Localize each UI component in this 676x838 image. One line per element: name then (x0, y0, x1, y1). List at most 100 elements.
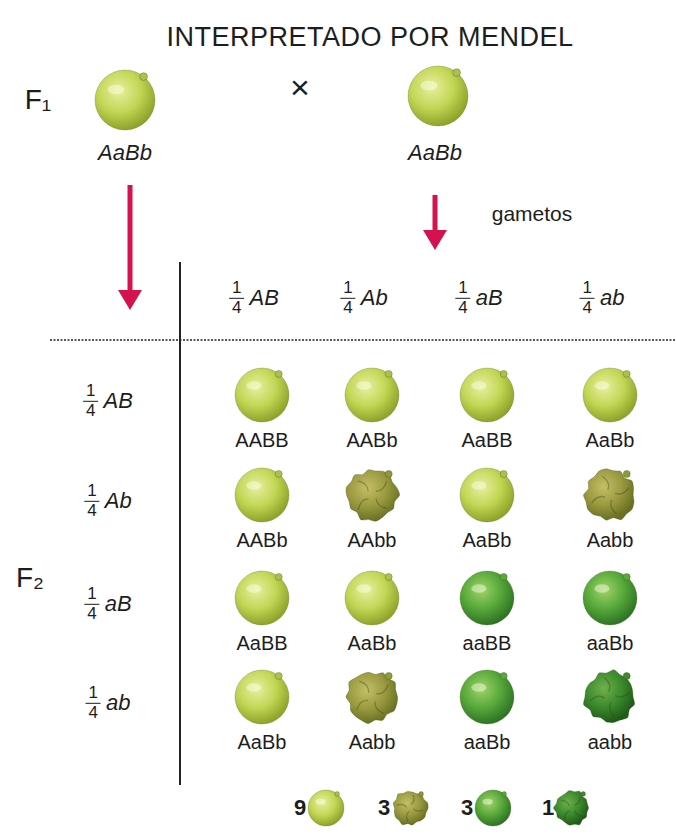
fraction-denominator: 4 (580, 298, 595, 318)
genotype-cell: AaBb (238, 731, 287, 753)
fraction-denominator: 4 (84, 604, 99, 624)
wrinkle (574, 797, 580, 805)
genotype-cell: AaBb (586, 429, 635, 451)
genotype-cell: aaBB (463, 632, 512, 654)
wrinkle (407, 812, 410, 822)
pea-highlight (594, 584, 609, 593)
gamete-header: 14ab (580, 279, 625, 317)
wrinkle (375, 701, 384, 713)
arrow-shaft (433, 195, 438, 232)
gamete-label: Ab (361, 285, 388, 311)
wrinkle (592, 496, 606, 503)
pea-body (583, 670, 634, 723)
pea-body (346, 470, 400, 522)
pea-stem (581, 792, 586, 797)
pea-body (308, 790, 344, 826)
pea (345, 571, 399, 625)
generation-label: F₁ (25, 85, 52, 116)
pea-highlight (356, 381, 371, 390)
fraction: 14 (84, 585, 99, 623)
gamete-header: 14AB (83, 382, 133, 420)
pea-body (460, 670, 514, 724)
pea (346, 672, 398, 723)
pea-highlight (471, 683, 486, 692)
genotype-cell: AAbb (348, 529, 397, 551)
wrinkle (376, 499, 387, 509)
pea-highlight (246, 584, 261, 593)
arrow-head (118, 290, 142, 310)
pea-highlight (471, 481, 486, 490)
pea-stem (275, 370, 282, 377)
pea-body (460, 571, 514, 625)
pea-stem (623, 672, 630, 679)
genotype-cell: aaBb (587, 632, 634, 654)
wrinkle (411, 795, 414, 805)
pea-body (583, 571, 637, 625)
wrinkle (397, 804, 407, 807)
pea-stem (453, 69, 461, 77)
pea-wrinkles (357, 681, 389, 713)
fraction-numerator: 1 (84, 482, 99, 501)
pea-highlight (246, 481, 261, 490)
pea-wrinkles (358, 481, 388, 510)
pea-stem (623, 370, 630, 377)
pea-body (584, 469, 634, 520)
gamete-header: 14ab (86, 684, 131, 722)
wrinkle (604, 678, 609, 692)
pea-wrinkles (561, 797, 583, 819)
pea (308, 790, 344, 826)
fraction: 14 (83, 382, 98, 420)
pea-body (583, 368, 637, 422)
genotype-label: AaBb (408, 141, 462, 165)
gamete-label: Ab (105, 488, 132, 514)
pea-body (346, 672, 398, 723)
pea-highlight (471, 381, 486, 390)
pea (460, 368, 514, 422)
pea-stem (275, 672, 282, 679)
wrinkle (575, 810, 583, 816)
pea-highlight (246, 381, 261, 390)
pea (475, 790, 511, 826)
genotype-cell: aaBb (464, 731, 511, 753)
fraction-denominator: 4 (86, 703, 101, 723)
pea (393, 791, 428, 825)
genotype-cell: AaBB (461, 429, 512, 451)
pea-body (345, 571, 399, 625)
ratio-number: 3 (378, 796, 390, 820)
wrinkle (565, 811, 570, 819)
pea (95, 70, 155, 130)
pea (235, 571, 289, 625)
genotype-cell: AABb (236, 529, 287, 551)
cross-symbol: × (290, 69, 310, 106)
pea-stem (419, 792, 424, 797)
fraction: 14 (580, 279, 595, 317)
fraction: 14 (86, 684, 101, 722)
pea-body (345, 368, 399, 422)
pea (460, 468, 514, 522)
pea-stem (500, 672, 507, 679)
pea (583, 368, 637, 422)
gamete-header: 14aB (455, 279, 502, 317)
pea (408, 66, 468, 126)
pea-body (393, 791, 428, 825)
genotype-cell: AaBB (236, 632, 287, 654)
fraction-denominator: 4 (229, 298, 244, 318)
pea (346, 470, 400, 522)
ratio-number: 3 (461, 796, 473, 820)
genotype-cell: AaBb (348, 632, 397, 654)
arrow-head (423, 230, 447, 250)
ratio-number: 9 (294, 796, 306, 820)
fraction-numerator: 1 (86, 684, 101, 703)
wrinkle (358, 499, 368, 510)
gamete-label: ab (106, 690, 130, 716)
fraction-numerator: 1 (580, 279, 595, 298)
wrinkle (359, 681, 368, 693)
pea-wrinkles (590, 678, 630, 717)
gamete-header: 14AB (229, 279, 279, 317)
pea-stem (623, 573, 630, 580)
fraction: 14 (340, 279, 355, 317)
pea (235, 670, 289, 724)
wrinkle (615, 488, 629, 494)
